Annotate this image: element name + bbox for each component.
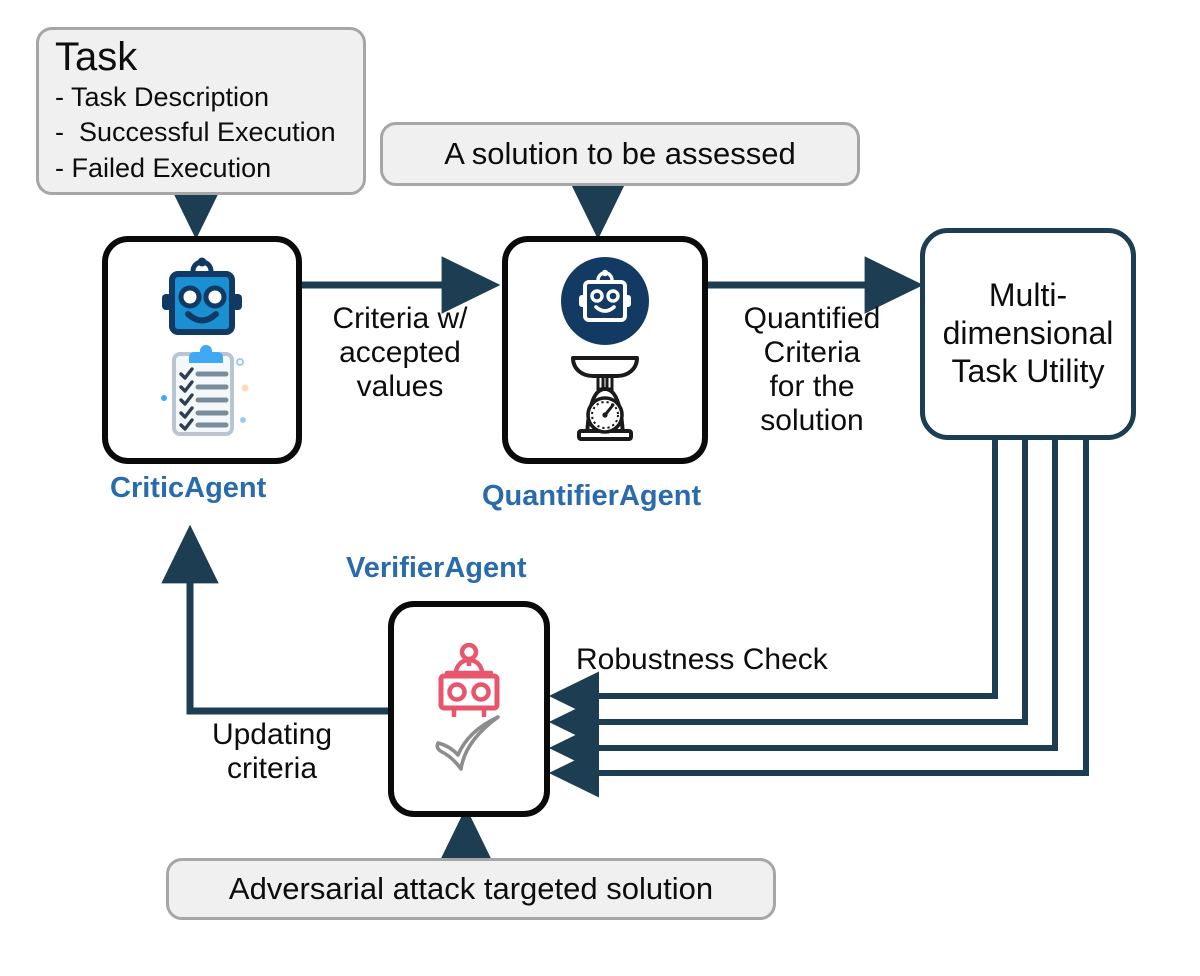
critic-agent-label: CriticAgent bbox=[110, 472, 267, 504]
quantifier-agent-label: QuantifierAgent bbox=[482, 480, 702, 512]
solution-box: A solution to be assessed bbox=[380, 122, 860, 186]
task-box: Task - Task Description - Successful Exe… bbox=[36, 27, 366, 195]
quantifier-agent-icons bbox=[553, 255, 657, 445]
edge-label-quantified: Quantified Criteria for the solution bbox=[743, 302, 881, 437]
quantifier-agent-node[interactable] bbox=[502, 236, 708, 464]
edge-label-robustness: Robustness Check bbox=[576, 643, 828, 676]
utility-line-2: Task Utility bbox=[951, 352, 1105, 389]
robot-head-icon bbox=[162, 257, 242, 335]
solution-box-text: A solution to be assessed bbox=[444, 136, 796, 171]
verifier-agent-node[interactable] bbox=[388, 601, 550, 817]
adversarial-box-text: Adversarial attack targeted solution bbox=[228, 871, 714, 906]
verifier-agent-label: VerifierAgent bbox=[346, 552, 527, 584]
clipboard-checklist-icon bbox=[161, 344, 249, 436]
task-box-item-2: - Failed Execution bbox=[55, 152, 272, 183]
verifier-agent-icons bbox=[423, 643, 515, 775]
task-box-item-1: - Successful Execution bbox=[55, 117, 336, 148]
critic-agent-node[interactable] bbox=[102, 236, 302, 464]
critic-agent-icons bbox=[150, 256, 254, 444]
adversarial-box: Adversarial attack targeted solution bbox=[166, 858, 776, 920]
task-box-item-0: - Task Description bbox=[55, 81, 270, 112]
utility-line-1: dimensional bbox=[942, 315, 1114, 352]
task-box-title: Task bbox=[55, 34, 138, 79]
utility-line-0: Multi- bbox=[988, 277, 1068, 314]
checkmark-icon bbox=[435, 715, 500, 771]
robot-circle-icon bbox=[561, 257, 649, 345]
edge-label-updating: Updating criteria bbox=[211, 718, 333, 785]
utility-box: Multi- dimensional Task Utility bbox=[920, 228, 1136, 440]
robot-outline-icon bbox=[438, 643, 500, 717]
weighing-scale-icon bbox=[571, 356, 639, 441]
utility-box-text: Multi- dimensional Task Utility bbox=[943, 277, 1114, 390]
edge-label-criteria: Criteria w/ accepted values bbox=[332, 302, 468, 403]
